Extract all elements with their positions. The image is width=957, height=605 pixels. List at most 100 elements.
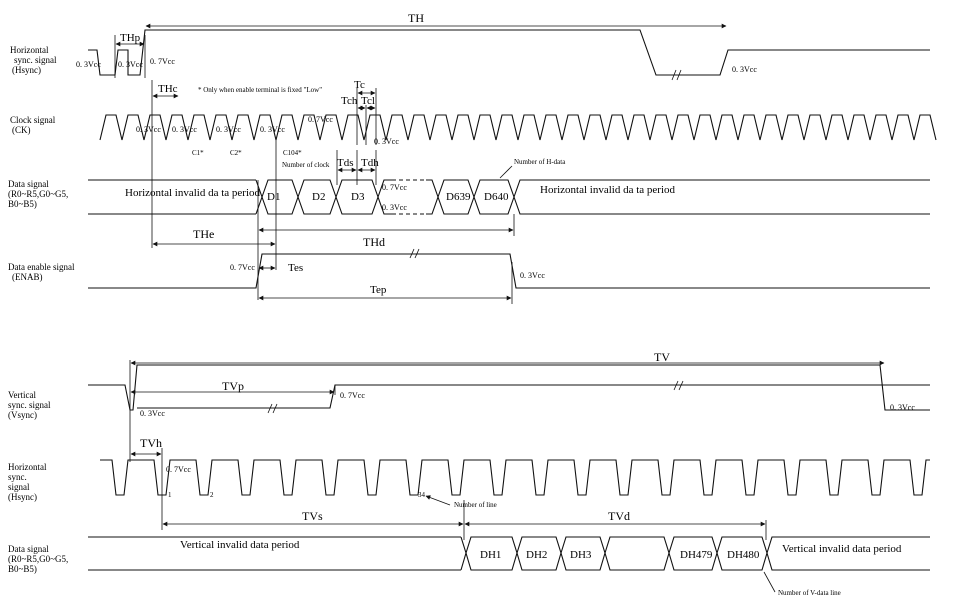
enab-vcc-03: 0. 3Vcc: [520, 271, 545, 280]
svg-text:(ENAB): (ENAB): [12, 272, 43, 282]
enab-label: Data enable signal (ENAB): [8, 262, 75, 282]
tvp-label: TVp: [222, 379, 244, 393]
tes-label: Tes: [288, 262, 303, 274]
vsync-break-mark: [272, 403, 278, 414]
number-of-vdata: Number of V-data line: [778, 589, 841, 597]
svg-text:Data signal: Data signal: [8, 179, 49, 189]
data-label: Data signal (R0~R5,G0~G5, B0~B5): [8, 179, 68, 209]
hsync2-vcc-07: 0. 7Vcc: [166, 465, 191, 474]
hsync2-waveform: [100, 459, 930, 496]
number-of-clock: Number of clock: [282, 161, 330, 169]
line-number-34: 34: [418, 491, 426, 499]
hdata-vcc-07: 0. 7Vcc: [382, 183, 407, 192]
hsync-vcc-03c: 0. 3Vcc: [732, 65, 757, 74]
vsync-waveform: [88, 364, 930, 411]
the-label: THe: [193, 227, 214, 241]
vdata-cell-dh1: DH1: [480, 549, 501, 561]
vdata-invalid-right: Vertical invalid data period: [782, 543, 902, 555]
clock-waveform: [99, 114, 937, 141]
hsync-vcc-07: 0. 7Vcc: [150, 57, 175, 66]
clock-vcc-03c: 0. 3Vcc: [216, 125, 241, 134]
tep-label: Tep: [370, 284, 387, 296]
hsync-vcc-03b: 0. 3Vcc: [118, 60, 143, 69]
hdata-invalid-right: Horizontal invalid da ta period: [540, 184, 676, 196]
tc-label: Tc: [354, 79, 365, 91]
hdata-cell-d3: D3: [351, 191, 365, 203]
enab-vcc-07: 0. 7Vcc: [230, 263, 255, 272]
hdata-invalid-left: Horizontal invalid da ta period: [125, 187, 261, 199]
svg-text:Horizontal: Horizontal: [10, 45, 49, 55]
vdata-leader: [763, 571, 776, 593]
svg-text:(CK): (CK): [12, 125, 31, 135]
hdata-cell-d639: D639: [446, 191, 471, 203]
tch-label: Tch: [341, 95, 358, 107]
vdata-cell-dh479: DH479: [680, 549, 713, 561]
svg-text:B0~B5): B0~B5): [8, 199, 37, 209]
vdata-cell-dh480: DH480: [727, 549, 760, 561]
vsync-vcc-03b: 0. 3Vcc: [890, 403, 915, 412]
thp-label: THp: [120, 32, 141, 44]
line-number-2: 2: [210, 491, 214, 499]
vsync-break-mark: [678, 380, 684, 391]
enab-break-mark: [409, 248, 415, 259]
number-of-line: Number of line: [454, 501, 497, 509]
vdata-cell-dh2: DH2: [526, 549, 547, 561]
hdata-cell-d2: D2: [312, 191, 325, 203]
tds-label: Tds: [337, 157, 354, 169]
svg-text:B0~B5): B0~B5): [8, 564, 37, 574]
hsync-label: Horizontal sync. signal (Hsync): [10, 45, 57, 75]
svg-text:sync. signal: sync. signal: [8, 400, 51, 410]
line-leader: [425, 495, 451, 506]
vsync-vcc-03a: 0. 3Vcc: [140, 409, 165, 418]
vsync-tvp-line: [137, 384, 930, 409]
line-number-1: 1: [168, 491, 172, 499]
vsync-vcc-07: 0. 7Vcc: [340, 391, 365, 400]
hsync-waveform: [88, 29, 930, 76]
svg-text:(Hsync): (Hsync): [8, 492, 37, 502]
svg-text:(R0~R5,G0~G5,: (R0~R5,G0~G5,: [8, 189, 68, 199]
clock-vcc-03b: 0. 3Vcc: [172, 125, 197, 134]
vdata-cell-dh3: DH3: [570, 549, 592, 561]
thc-label: THc: [158, 83, 178, 95]
vdata-invalid-left: Vertical invalid data period: [180, 539, 300, 551]
svg-text:Data signal: Data signal: [8, 544, 49, 554]
svg-text:(Vsync): (Vsync): [8, 410, 37, 420]
enab-break-mark: [414, 248, 420, 259]
clock-vcc-03a: 0. 3Vcc: [136, 125, 161, 134]
vsync-label: Vertical sync. signal (Vsync): [8, 390, 51, 420]
enable-note: * Only when enable terminal is fixed "Lo…: [198, 86, 322, 94]
svg-text:(R0~R5,G0~G5,: (R0~R5,G0~G5,: [8, 554, 68, 564]
svg-text:sync. signal: sync. signal: [14, 55, 57, 65]
vdata-waveform: [88, 536, 930, 571]
number-of-hdata: Number of H-data: [514, 158, 566, 166]
clock-vcc-03e: 0. 3Vcc: [374, 137, 399, 146]
data2-label: Data signal (R0~R5,G0~G5, B0~B5): [8, 544, 68, 574]
vsync-break-mark: [673, 380, 679, 391]
th-label: TH: [408, 11, 424, 25]
hsync-break-mark: [671, 69, 677, 81]
svg-text:(Hsync): (Hsync): [12, 65, 41, 75]
svg-text:Data enable signal: Data enable signal: [8, 262, 75, 272]
c2-label: C2*: [230, 149, 242, 157]
hdata-vcc-03: 0. 3Vcc: [382, 203, 407, 212]
clock-vcc-03d: 0. 3Vcc: [260, 125, 285, 134]
tcl-label: Tcl: [361, 95, 375, 107]
tv-label: TV: [654, 350, 670, 364]
svg-text:signal: signal: [8, 482, 30, 492]
tvh-label: TVh: [140, 436, 162, 450]
clock-vcc-07: 0. 7Vcc: [308, 115, 333, 124]
hsync-vcc-03a: 0. 3Vcc: [76, 60, 101, 69]
vsync-break-mark: [267, 403, 273, 414]
svg-text:sync.: sync.: [8, 472, 27, 482]
svg-text:Horizontal: Horizontal: [8, 462, 47, 472]
svg-text:Clock signal: Clock signal: [10, 115, 56, 125]
hdata-leader: [499, 165, 513, 179]
clock-label: Clock signal (CK): [10, 115, 56, 135]
hsync2-label: Horizontal sync. signal (Hsync): [8, 462, 47, 502]
tdh-label: Tdh: [361, 157, 379, 169]
thd-label: THd: [363, 235, 385, 249]
tvd-label: TVd: [608, 509, 630, 523]
tvs-label: TVs: [302, 509, 323, 523]
hdata-cell-d1: D1: [267, 191, 280, 203]
hsync-break-mark: [676, 69, 682, 81]
